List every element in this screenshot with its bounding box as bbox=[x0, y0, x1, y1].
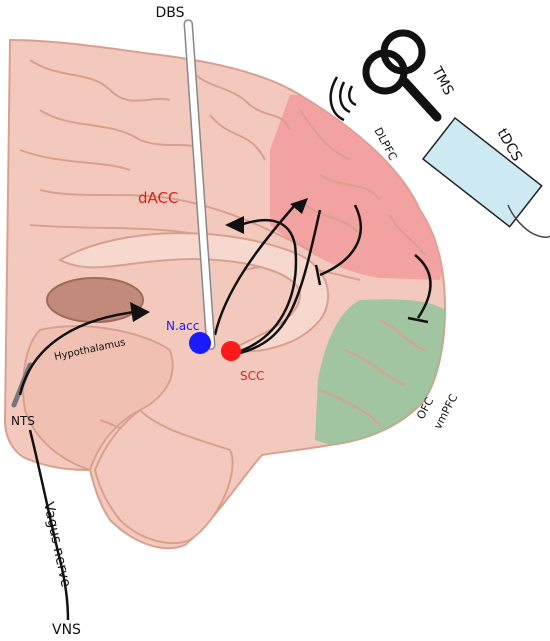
nacc-label: N.acc bbox=[166, 319, 199, 333]
vmpfc-label: vmPFC bbox=[431, 392, 460, 432]
dlpfc-region bbox=[270, 95, 442, 280]
nacc-dot bbox=[189, 332, 211, 354]
dbs-label: DBS bbox=[155, 5, 184, 21]
inhibit-bar-ofc bbox=[407, 316, 429, 324]
scc-label: SCC bbox=[240, 369, 264, 383]
tms-coil-icon bbox=[362, 29, 442, 122]
pathway-arrows bbox=[213, 204, 432, 355]
nts-label: NTS bbox=[11, 414, 35, 428]
dbs-electrode bbox=[183, 19, 216, 350]
arrowhead-dlpfc bbox=[225, 216, 244, 234]
vagus-nerve-label: Vagus nerve bbox=[40, 501, 74, 589]
thalamus bbox=[46, 277, 144, 323]
arrowhead-dacc bbox=[290, 198, 308, 214]
inhibit-dlpfc-to-ofc bbox=[414, 254, 432, 319]
vns-label: VNS bbox=[52, 622, 81, 638]
inhibit-dlpfc-to-scc bbox=[319, 204, 363, 277]
vagus-nerve bbox=[28, 429, 70, 621]
tms-label: TMS bbox=[428, 63, 457, 98]
ofc-region bbox=[315, 299, 445, 445]
tdcs-wire bbox=[507, 204, 550, 238]
brain bbox=[3, 38, 447, 550]
dacc-label: dACC bbox=[138, 189, 178, 207]
arrowhead-hypothalamus bbox=[130, 302, 150, 322]
arrow-lower-to-dlpfc bbox=[239, 209, 322, 355]
arrow-nacc-to-dacc bbox=[213, 204, 296, 336]
arrow-scc-to-dlpfc bbox=[237, 218, 298, 354]
tms-wave-icon bbox=[329, 76, 357, 122]
scc-dot bbox=[221, 341, 241, 361]
inhibit-bar-scc bbox=[314, 264, 322, 286]
tdcs-pad bbox=[421, 116, 543, 228]
brainstem bbox=[93, 408, 234, 545]
arrow-nts-to-hypothalamus bbox=[18, 310, 136, 396]
